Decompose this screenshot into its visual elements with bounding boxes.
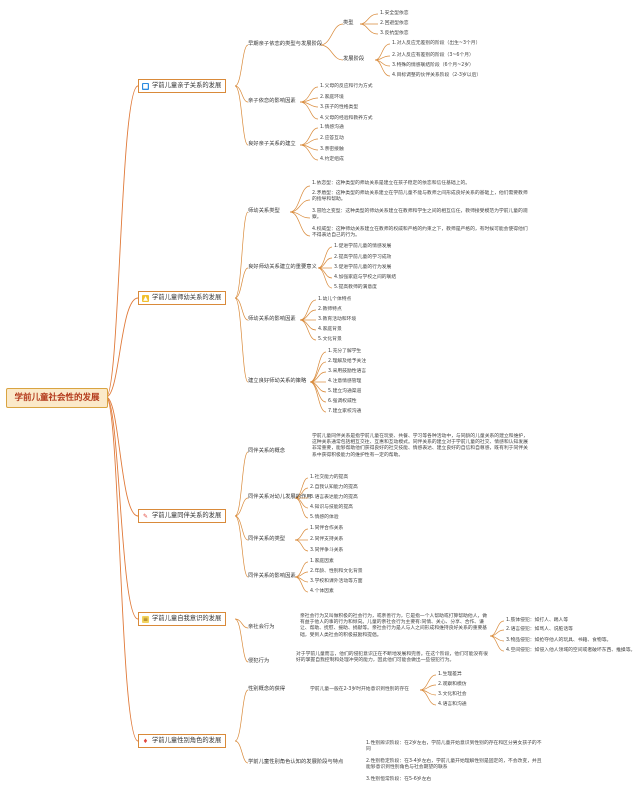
list-item: 1.情感沟通 [320, 125, 344, 130]
list-item: 3.文化和社会 [438, 692, 467, 697]
list-item: 3.促进学前儿童的行为发展 [334, 265, 392, 270]
list-item: 1.充分了解学生 [328, 349, 362, 354]
list-item: 1.肢体侵犯：如打人、踢人等 [506, 618, 569, 623]
topic-deviant: 侵犯行为 [248, 658, 270, 664]
list-item: 4.注意情感管理 [328, 379, 362, 384]
section-gender[interactable]: ♦学前儿童性别角色的发展 [138, 734, 227, 748]
list-item: 4.父母的经验和教养方式 [320, 116, 373, 121]
branch-connectors [234, 13, 505, 764]
list-item: 5.文化背景 [318, 337, 342, 342]
paragraph: 3.性别恒常阶段：在5-6岁左右 [366, 777, 432, 782]
list-item: 2.回避型依恋 [380, 21, 409, 26]
list-item: 2.自我认知能力的提高 [310, 485, 358, 490]
topic-teacher-factors: 师幼关系的影响因素 [248, 316, 296, 322]
list-item: 6.强调权威性 [328, 399, 357, 404]
list-item: 3.孩子的性格类型 [320, 105, 359, 110]
list-item: 2.应答互动 [320, 136, 344, 141]
list-item: 2.观察和模仿 [438, 682, 467, 687]
section-teacher-child[interactable]: ▲学前儿童师幼关系的发展 [138, 291, 227, 305]
pen-icon: ✎ [142, 513, 149, 520]
list-item: 4.加强家庭与学校之间的联结 [334, 275, 397, 280]
topic-social-behavior: 亲社会行为 [248, 624, 275, 630]
paragraph: 2.性别稳定阶段：在3-4岁左右，学前儿童开始理解性别是固定的，不会改变，并且能… [366, 759, 542, 771]
section-self[interactable]: ≡学前儿童自我意识的发展 [138, 612, 227, 626]
list-item: 4.家庭背景 [318, 327, 342, 332]
list-item: 2.教师特点 [318, 307, 342, 312]
list-item: 1.幼儿个体特点 [318, 297, 352, 302]
list-item: 3.物品侵犯：如抢夺他人的玩具、书籍、食物等。 [506, 638, 612, 643]
list-item: 3.特殊的情感联结阶段（6个月~2岁） [392, 63, 474, 68]
list-item: 3.同伴争斗关系 [310, 548, 344, 553]
blue-square-icon: ■ [142, 83, 149, 90]
list-item: 1.家庭因素 [310, 559, 334, 564]
list-item: 3.教育活动和环境 [318, 317, 357, 322]
list-item: 1.对人反应无差别的阶段（出生~3个月） [392, 41, 481, 46]
root-topic: 学前儿童社会性的发展 [6, 388, 108, 408]
paragraph: 亲社会行为又叫做积极的社会行为，或亲善行为，它是指一个人帮助或打算帮助他人，做有… [300, 614, 488, 638]
list-item: 1.安全型依恋 [380, 11, 409, 16]
paragraph: 2.矛盾型：这种类型的师幼关系建立在学前儿童不能与教师之间形成良好关系的基础上，… [312, 191, 528, 203]
yellow-square-icon: ▲ [142, 295, 149, 302]
paragraph: 1.依恋型：这种类型的师幼关系是建立在孩子稳定的依恋和信任基础上的。 [312, 181, 471, 186]
list-item: 5.情感的体验 [310, 515, 339, 520]
flame-icon: ♦ [142, 738, 149, 745]
list-item: 1.促进学前儿童的情感发展 [334, 244, 392, 249]
list-item: 1.同伴合作关系 [310, 526, 344, 531]
list-item: 1.生理差异 [438, 672, 462, 677]
list-item: 2.家庭环境 [320, 95, 344, 100]
topic-establish: 良好亲子关系的建立 [248, 141, 296, 147]
text-line: 学前儿童一般在2-3岁时开始意识到性别的存在 [310, 687, 409, 692]
topic-stages: 发展阶段 [343, 56, 365, 62]
list-item: 3.学校和课外活动等方面 [310, 579, 363, 584]
list-item: 1.父母的反应和行为方式 [320, 84, 373, 89]
list-item: 4.个体因素 [310, 589, 334, 594]
topic-peer-concept: 同伴关系的概念 [248, 448, 286, 454]
list-item: 3.反抗型依恋 [380, 31, 409, 36]
list-item: 4.目标调整的伙伴关系阶段（2-3岁以后） [392, 73, 482, 78]
paragraph: 学前儿童同伴关系是指学前儿童在玩耍、共餐、学习等各种活动中，与同龄的儿童关系的建… [312, 434, 528, 458]
topic-types: 类型 [343, 20, 354, 26]
topic-peer-factors: 同伴关系的影响因素 [248, 573, 296, 579]
list-item: 2.理解及给予关注 [328, 359, 367, 364]
list-item: 2.年龄、性别和文化背景 [310, 569, 363, 574]
list-item: 1.社交能力的提高 [310, 475, 349, 480]
list-item: 2.语言侵犯：如骂人、说脏话等 [506, 627, 573, 632]
topic-attachment-types: 早期亲子依恋的类型与发展阶段 [248, 41, 323, 47]
list-item: 2.对人反应有差别的阶段（3~6个月） [392, 53, 474, 58]
list-item: 3.语言表达能力的提高 [310, 495, 358, 500]
list-item: 7.建立家校沟通 [328, 409, 362, 414]
paragraph: 4.权威型：这种师幼关系建立在教师的权威和严格的约束之下，教师是严格的，有时候可… [312, 227, 528, 239]
topic-gender-concept: 性别概念的获得 [248, 686, 286, 692]
list-item: 4.空间侵犯：如侵入他人领域的空间或者破坏东西、推搡等。 [506, 648, 636, 653]
list-item: 4.语言和沟通 [438, 702, 467, 707]
topic-factors: 亲子依恋的影响因素 [248, 98, 296, 104]
list-item: 3.亲密接触 [320, 147, 344, 152]
root-connectors [105, 85, 139, 742]
list-item: 5.提高教师的满意度 [334, 285, 377, 290]
note-icon: ≡ [142, 616, 149, 623]
topic-significance: 良好师幼关系建立的重要意义 [248, 264, 317, 270]
topic-gender-stages: 学前儿童性别角色认知的发展阶段与特点 [248, 759, 344, 765]
topic-peer-role: 同伴关系对幼儿发展的作用 [248, 494, 312, 500]
list-item: 5.建立沟通渠道 [328, 389, 362, 394]
list-item: 2.同伴支持关系 [310, 537, 344, 542]
topic-peer-types: 同伴关系的类型 [248, 536, 286, 542]
list-item: 2.提高学前儿童的学习成效 [334, 255, 392, 260]
topic-teacher-types: 师幼关系类型 [248, 208, 280, 214]
list-item: 4.约定组成 [320, 157, 344, 162]
section-parent-child[interactable]: ■学前儿童亲子关系的发展 [138, 79, 227, 93]
topic-strategy: 建立良好师幼关系的策略 [248, 378, 307, 384]
paragraph: 3.冒险之变型：这种类型的师幼关系建立在教师和学生之间的相互信任，教师接受模范为… [312, 209, 528, 221]
list-item: 4.知识与技能的提高 [310, 505, 353, 510]
paragraph: 1.性别辨识阶段：在2岁左右，学前儿童开始意识到性别的存在和区分男女孩子的不同 [366, 741, 542, 753]
list-item: 3.采用鼓励性语言 [328, 369, 367, 374]
paragraph: 对于学前儿童而言，他们的侵犯意识正在不断地发展和完善。在这个阶段，他们可能没有很… [296, 652, 488, 664]
section-peer[interactable]: ✎学前儿童同伴关系的发展 [138, 509, 227, 523]
